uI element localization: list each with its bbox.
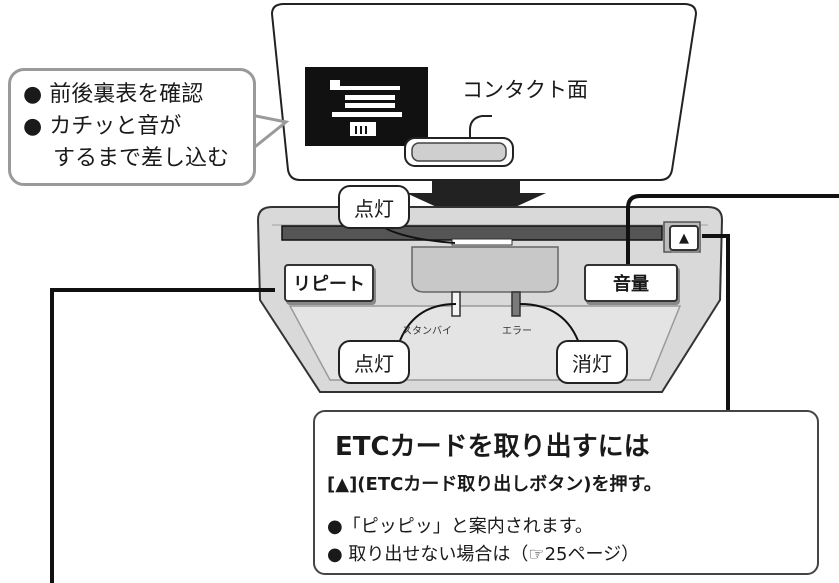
eject-instructions-title: ETCカードを取り出すには bbox=[335, 432, 650, 462]
tip-line-1: ● 前後裏表を確認 bbox=[23, 82, 204, 107]
eject-note-2: ● 取り出せない場合は（☞25ページ） bbox=[327, 544, 640, 565]
repeat-button-label: リピート bbox=[293, 274, 365, 295]
eject-instructions-box: ETCカードを取り出すには [▲](ETCカード取り出しボタン)を押す。 ●「ピ… bbox=[313, 410, 819, 575]
tip-line-2: ● カチッと音が bbox=[23, 114, 182, 139]
volume-button[interactable]: 音量 bbox=[584, 264, 678, 302]
standby-label: スタンバイ bbox=[402, 326, 452, 337]
error-label: エラー bbox=[502, 326, 532, 337]
error-lamp-off-text: 消灯 bbox=[572, 351, 612, 376]
leader-lines bbox=[50, 194, 839, 583]
contact-surface-label: コンタクト面 bbox=[462, 78, 588, 102]
error-lamp-off-tag: 消灯 bbox=[556, 340, 628, 384]
standby-lamp-on-tag: 点灯 bbox=[338, 340, 410, 384]
volume-button-label: 音量 bbox=[613, 274, 649, 295]
eject-button[interactable]: ▲ bbox=[669, 225, 699, 251]
standby-lamp-on-text: 点灯 bbox=[354, 351, 394, 376]
slot-lamp-on-text: 点灯 bbox=[354, 196, 394, 221]
eject-icon: ▲ bbox=[679, 230, 689, 246]
tip-line-3: するまで差し込む bbox=[53, 146, 230, 171]
repeat-button[interactable]: リピート bbox=[284, 264, 374, 302]
etc-card bbox=[270, 3, 698, 181]
error-lamp bbox=[511, 291, 521, 317]
eject-instruction: [▲](ETCカード取り出しボタン)を押す。 bbox=[327, 474, 662, 495]
eject-note-1: ●「ピッピッ」と案内されます。 bbox=[327, 516, 593, 537]
slot-lamp-on-tag: 点灯 bbox=[338, 185, 410, 229]
insertion-tips-callout: ● 前後裏表を確認 ● カチッと音が するまで差し込む bbox=[8, 68, 256, 186]
